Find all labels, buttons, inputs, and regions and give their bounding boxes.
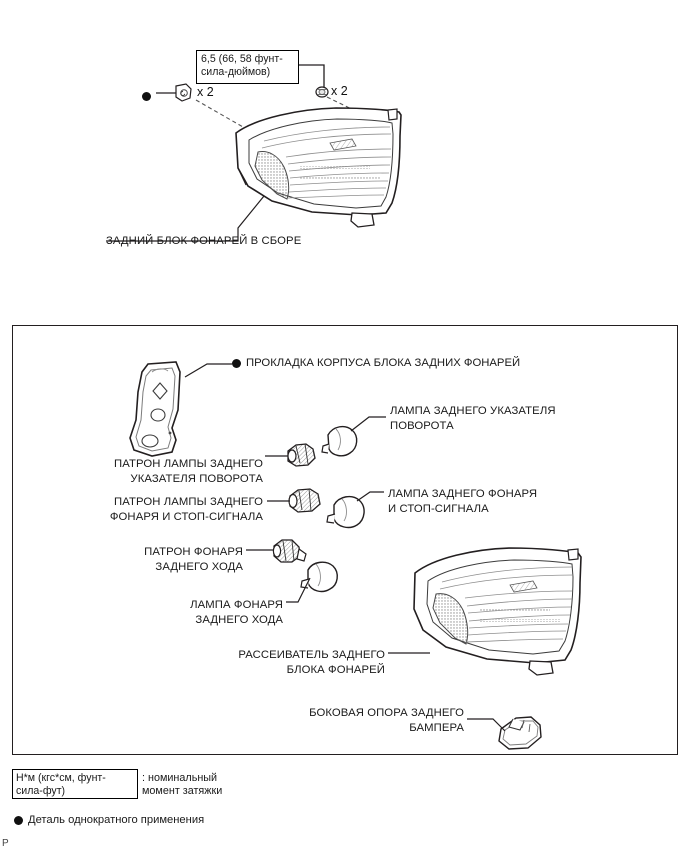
one-time-part-dot-gasket [232,359,241,368]
bumper-side-support-label: БОКОВАЯ ОПОРА ЗАДНЕГО БАМПЕРА [309,707,464,734]
backup-lamp-bulb-label: ЛАМПА ФОНАРЯ ЗАДНЕГО ХОДА [190,599,283,626]
one-time-part-legend: Деталь однократного применения [14,813,204,827]
torque-units-meaning: : номинальный момент затяжки [142,772,223,797]
one-time-part-legend-text: Деталь однократного применения [28,814,205,826]
backup-lamp-socket-label: ПАТРОН ФОНАРЯ ЗАДНЕГО ХОДА [144,546,243,573]
clip-icon [175,83,192,102]
gasket-label-text: ПРОКЛАДКА КОРПУСА БЛОКА ЗАДНИХ ФОНАРЕЙ [246,357,521,369]
turn-signal-socket-label: ПАТРОН ЛАМПЫ ЗАДНЕГО УКАЗАТЕЛЯ ПОВОРОТА [113,458,263,485]
screw-icon [315,86,329,98]
torque-units-box: Н*м (кгс*см, фунт- сила-фут) [12,769,138,799]
page-corner-mark: P [2,838,9,849]
rear-lamp-lens-label: РАССЕИВАТЕЛЬ ЗАДНЕГО БЛОКА ФОНАРЕЙ [238,649,385,676]
torque-leader-line [295,64,325,88]
gasket-label: ПРОКЛАДКА КОРПУСА БЛОКА ЗАДНИХ ФОНАРЕЙ [232,356,520,371]
clip-quantity-label: x 2 [197,85,214,99]
torque-spec-box: 6,5 (66, 58 фунт- сила-дюймов) [196,50,299,84]
turn-signal-bulb-label: ЛАМПА ЗАДНЕГО УКАЗАТЕЛЯ ПОВОРОТА [390,405,556,432]
screw-quantity-label: x 2 [331,84,348,98]
tail-stop-bulb-label: ЛАМПА ЗАДНЕГО ФОНАРЯ И СТОП-СИГНАЛА [388,488,538,515]
one-time-part-dot-top [142,88,151,106]
exploded-view-panel [12,325,678,755]
rear-lamp-assembly-label: ЗАДНИЙ БЛОК ФОНАРЕЙ В СБОРЕ [106,235,302,247]
fastener-callout-dashes [195,96,375,128]
tail-stop-socket-label: ПАТРОН ЛАМПЫ ЗАДНЕГО ФОНАРЯ И СТОП-СИГНА… [109,496,263,523]
one-time-part-dot-legend [14,815,23,825]
rear-lamp-assembly-illustration [235,107,402,228]
